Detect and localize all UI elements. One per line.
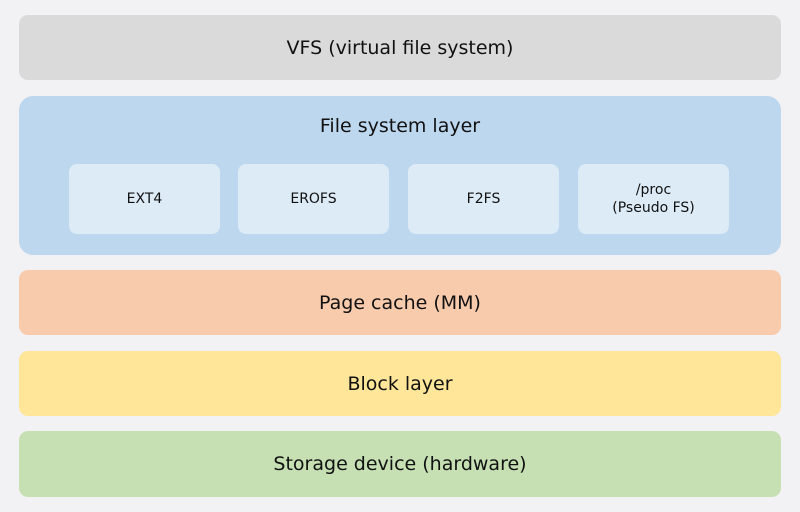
storage-device-layer-label: Storage device (hardware) — [273, 453, 527, 475]
fs-box-f2fs: F2FS — [408, 164, 559, 234]
file-system-layer-label: File system layer — [319, 115, 481, 137]
page-cache-layer-label: Page cache (MM) — [319, 291, 481, 314]
storage-device-layer: Storage device (hardware) — [19, 431, 781, 497]
vfs-layer-label: VFS (virtual file system) — [286, 36, 514, 59]
fs-box-proc: /proc (Pseudo FS) — [578, 164, 729, 234]
vfs-layer: VFS (virtual file system) — [19, 15, 781, 80]
page-cache-layer: Page cache (MM) — [19, 270, 781, 335]
block-layer-label: Block layer — [347, 372, 453, 395]
fs-box-ext4: EXT4 — [69, 164, 220, 234]
file-system-layer: File system layer EXT4 EROFS F2FS /proc … — [19, 96, 781, 255]
fs-box-erofs: EROFS — [238, 164, 389, 234]
block-layer: Block layer — [19, 351, 781, 416]
